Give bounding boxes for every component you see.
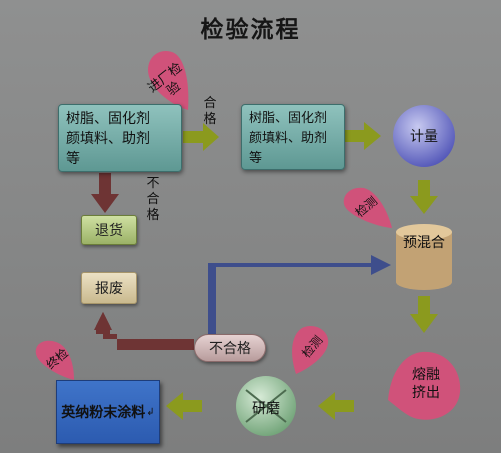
arrow-unqualified-to-scrap-head	[94, 312, 112, 330]
unqualified-vertical-label: 不合格	[146, 176, 160, 223]
melt-extrude-teardrop	[388, 351, 461, 420]
product-label: 英纳粉末涂料	[61, 405, 146, 421]
accepted-materials-box: 树脂、固化剂 颜填料、助剂 等	[241, 104, 345, 170]
raw-materials-line-2: 颜填料、助剂	[66, 131, 150, 147]
metering-sphere	[393, 105, 455, 167]
scrap-box: 报废	[81, 272, 137, 304]
grinding-cross-b	[245, 389, 287, 423]
arrow-premix-to-melt	[410, 296, 438, 333]
accepted-materials-line-3: 等	[249, 151, 263, 166]
product-box: 英纳粉末涂料 ↲	[56, 380, 160, 444]
raw-materials-line-1: 树脂、固化剂	[66, 111, 150, 127]
arrow-unqualified-to-scrap	[96, 312, 194, 350]
accepted-materials-line-1: 树脂、固化剂	[249, 111, 328, 126]
arrow-accepted-to-metering	[345, 122, 381, 150]
metering-label: 计量	[410, 129, 438, 145]
accepted-materials-line-2: 颜填料、助剂	[249, 131, 328, 146]
inspection-1-teardrop	[343, 187, 392, 228]
final-inspection-teardrop	[35, 340, 74, 380]
arrow-melt-to-grinding	[318, 392, 354, 420]
inspection-2-teardrop	[292, 325, 329, 374]
arrow-raw-to-return	[91, 173, 119, 213]
arrow-grinding-to-product	[166, 392, 202, 420]
arrow-unqualified-to-premix	[208, 255, 391, 338]
melt-extrude-label: 熔融 挤出	[406, 366, 446, 402]
premix-label: 预混合	[403, 235, 445, 251]
melt-extrude-line-1: 熔融	[412, 367, 440, 383]
page-title: 检验流程	[200, 17, 301, 43]
premix-cylinder	[396, 224, 452, 290]
incoming-inspection-teardrop	[148, 50, 189, 110]
raw-materials-line-3: 等	[66, 151, 80, 167]
arrow-metering-to-premix	[410, 180, 438, 214]
melt-extrude-line-2: 挤出	[412, 385, 440, 401]
qualified-label: 合格	[203, 96, 217, 127]
grinding-label: 研磨	[252, 401, 280, 417]
unqualified-box: 不合格	[194, 334, 266, 362]
arrow-raw-to-accepted	[183, 123, 219, 151]
raw-materials-box: 树脂、固化剂 颜填料、助剂 等	[58, 104, 182, 172]
product-mark: ↲	[146, 406, 155, 418]
return-goods-box: 退货	[81, 215, 137, 245]
